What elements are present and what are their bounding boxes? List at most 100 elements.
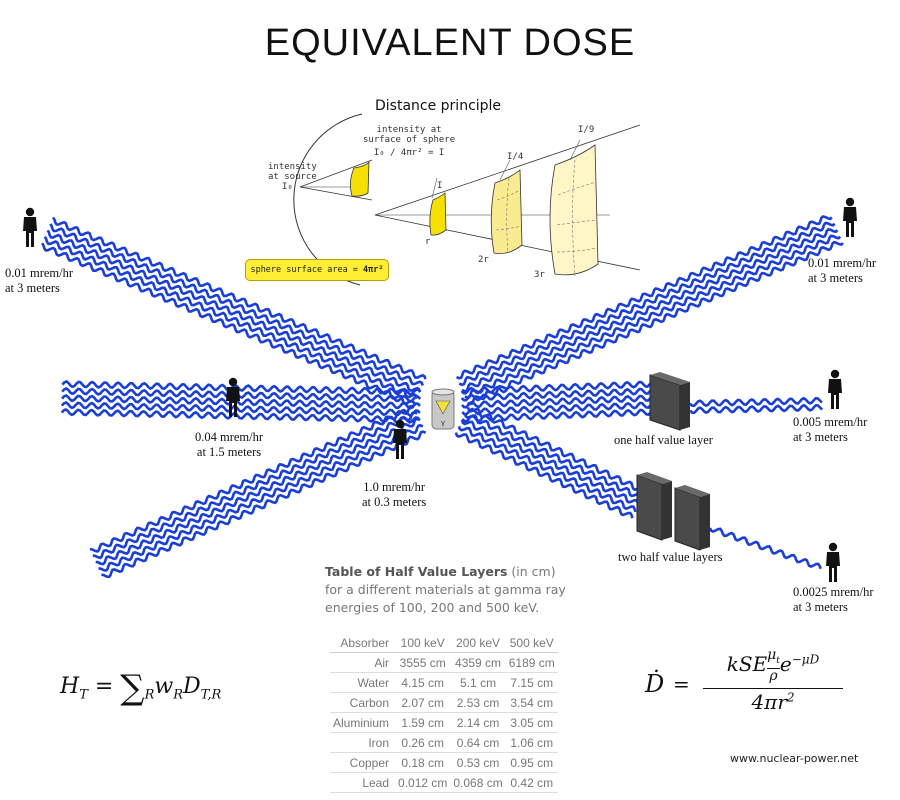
table-cell-value: 3.05 cm: [505, 712, 558, 733]
table-cell-material: Copper: [330, 752, 396, 773]
table-cell-value: 0.42 cm: [505, 772, 558, 793]
intensity-label-1: I: [437, 181, 443, 191]
intensity-at-surface-label: intensity at surface of sphere I₀ / 4πr²…: [363, 125, 456, 158]
table-header-row: Absorber 100 keV 200 keV 500 keV: [330, 633, 558, 653]
wave-line: [455, 215, 833, 380]
wave-line: [458, 221, 836, 387]
table-header: Absorber: [330, 633, 396, 653]
wave-line: [41, 242, 416, 406]
wave-bundle-top-right: [455, 215, 844, 406]
wave-line: [89, 404, 415, 553]
wave-line: [61, 394, 421, 410]
gamma-symbol: γ: [441, 419, 445, 427]
table-cell-value: 0.64 cm: [450, 732, 506, 753]
table-cell-value: 6189 cm: [505, 652, 558, 673]
wave-line: [461, 408, 654, 423]
table-header: 200 keV: [450, 633, 506, 653]
wave-line: [457, 425, 637, 513]
wave-line: [61, 387, 422, 403]
table-caption: Table of Half Value Layers (in cm) for a…: [325, 564, 566, 615]
wave-line: [463, 413, 643, 500]
wave-bundle-middle-left: [60, 380, 422, 424]
page-title: EQUIVALENT DOSE: [264, 22, 636, 64]
table-cell-value: 7.15 cm: [505, 672, 558, 693]
distance-principle-title: Distance principle: [375, 98, 502, 114]
person-top-left-icon: [23, 207, 37, 247]
intensity-label-2: I/4: [507, 152, 524, 162]
wave-line: [460, 380, 653, 395]
table-cell-value: 0.068 cm: [450, 772, 506, 793]
wave-bundle-bottom-left: [89, 404, 427, 579]
wave-line: [92, 411, 418, 560]
wave-line: [461, 401, 654, 416]
table-cell-value: 3555 cm: [395, 652, 451, 673]
wave-line: [60, 401, 421, 417]
distance-principle-sketch: [293, 113, 641, 286]
radiation-waves: [41, 215, 844, 579]
table-cell-value: 0.53 cm: [450, 752, 506, 773]
table-header: 100 keV: [395, 633, 451, 653]
wave-line: [61, 380, 422, 396]
wave-line: [60, 408, 421, 424]
radius-label-r: r: [425, 237, 431, 247]
wave-bundle-bottom-right-out: [708, 527, 822, 570]
wave-line: [43, 236, 419, 399]
table-cell-material: Iron: [330, 732, 396, 753]
table-cell-material: Air: [330, 652, 396, 673]
wave-bundle-top-left: [41, 216, 427, 406]
table-cell-value: 2.14 cm: [450, 712, 506, 733]
wave-line: [467, 240, 844, 406]
table-cell-value: 1.59 cm: [395, 712, 451, 733]
shield-label-one: one half value layer: [614, 433, 713, 447]
table-cell-value: 1.06 cm: [505, 732, 558, 753]
wave-line: [689, 403, 824, 415]
table-cell-material: Lead: [330, 772, 396, 793]
table-cell-value: 0.012 cm: [395, 772, 451, 793]
wave-line: [461, 394, 653, 409]
table-cell-value: 5.1 cm: [450, 672, 506, 693]
intensity-at-source-label: intensity at source I₀: [268, 162, 317, 192]
wave-line: [708, 527, 822, 570]
table-cell-value: 3.54 cm: [505, 692, 558, 713]
wave-line: [49, 223, 424, 387]
half-value-layer-shield-one: [649, 372, 690, 431]
wave-line: [688, 396, 823, 408]
person-bottom-right-icon: [826, 542, 840, 582]
table-cell-value: 0.18 cm: [395, 752, 451, 773]
table-cell-material: Carbon: [330, 692, 396, 713]
radius-label-2r: 2r: [478, 255, 489, 265]
radius-label-3r: 3r: [534, 270, 545, 280]
wave-line: [461, 228, 839, 393]
wave-line: [460, 419, 640, 506]
table-cell-material: Water: [330, 672, 396, 693]
website-credit: www.nuclear-power.net: [730, 752, 859, 765]
intensity-label-3: I/9: [578, 125, 595, 135]
wave-line: [98, 423, 424, 572]
wave-line: [51, 216, 427, 380]
table-cell-value: 0.26 cm: [395, 732, 451, 753]
wave-line: [46, 229, 422, 393]
wave-line: [460, 387, 653, 402]
wave-bundle-middle-right-in: [460, 380, 654, 423]
equivalent-dose-formula: HT = ∑RwRDT,R: [60, 668, 222, 708]
table-cell-value: 4359 cm: [450, 652, 506, 673]
wave-line: [466, 407, 646, 494]
sphere-surface-area-box: sphere surface area = 4πr²: [245, 259, 389, 281]
person-middle-right-icon: [828, 369, 842, 409]
